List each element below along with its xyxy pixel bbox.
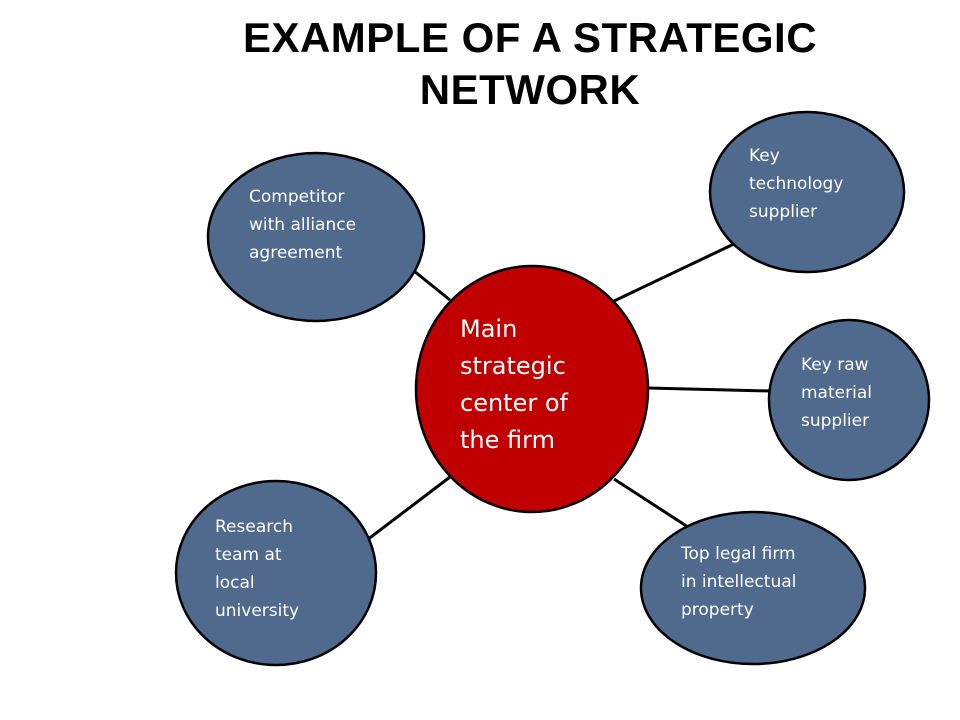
label-line: technology: [749, 174, 844, 194]
label-line: in intellectual: [681, 572, 797, 592]
label-research-team: Research team at local university: [215, 513, 299, 625]
center-label-line: strategic: [460, 352, 566, 380]
label-line: local: [215, 573, 255, 593]
title-line-2: NETWORK: [419, 66, 641, 113]
label-key-raw-material: Key raw material supplier: [801, 351, 872, 435]
label-line: supplier: [801, 411, 870, 431]
node-legal-firm: [639, 510, 867, 666]
node-competitor: [206, 151, 426, 323]
label-line: agreement: [249, 243, 343, 263]
label-line: supplier: [749, 202, 818, 222]
label-line: material: [801, 383, 872, 403]
connector-legal-firm: [613, 477, 689, 529]
connector-key-technology: [613, 241, 737, 303]
center-label-line: center of: [460, 389, 568, 417]
label-legal-firm: Top legal firm in intellectual property: [681, 540, 796, 624]
label-line: Research: [215, 517, 293, 537]
label-line: university: [215, 601, 300, 621]
center-label-line: Main: [460, 315, 518, 343]
label-line: team at: [215, 545, 282, 565]
label-line: property: [681, 600, 754, 620]
label-line: Key raw: [801, 355, 869, 375]
connector-competitor: [413, 269, 451, 302]
label-key-technology: Key technology supplier: [749, 142, 843, 226]
connector-key-raw-material: [647, 386, 771, 393]
label-line: Key: [749, 146, 780, 166]
label-competitor: Competitor with alliance agreement: [249, 183, 356, 267]
page-title: EXAMPLE OF A STRATEGIC NETWORK: [180, 12, 880, 116]
title-line-1: EXAMPLE OF A STRATEGIC: [242, 14, 818, 61]
label-line: Top legal firm: [681, 544, 796, 564]
node-key-technology: [708, 110, 906, 274]
center-label-line: the firm: [460, 426, 555, 454]
label-line: Competitor: [249, 187, 345, 207]
label-center: Main strategic center of the firm: [460, 311, 568, 459]
connector-research-team: [366, 475, 451, 542]
node-research-team: [174, 479, 378, 667]
center-node: [414, 264, 650, 514]
node-key-raw-material: [767, 318, 931, 482]
label-line: with alliance: [249, 215, 357, 235]
